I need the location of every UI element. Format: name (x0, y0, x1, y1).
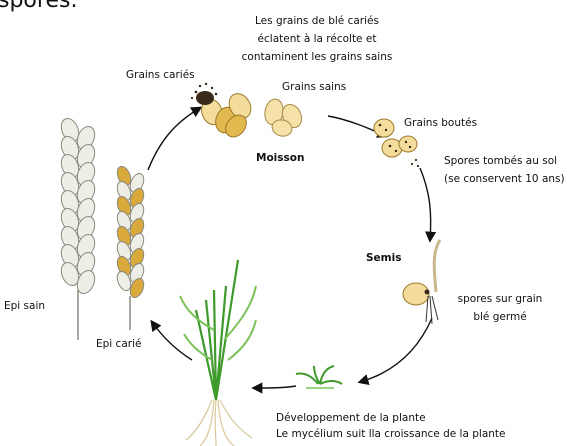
label-spores-sol-line-1: Spores tombés au sol (444, 154, 565, 168)
label-spores-sol: Spores tombés au sol (se conservent 10 a… (444, 154, 565, 186)
label-moisson: Moisson (256, 151, 304, 165)
label-contamination-line-1: Les grains de blé cariés (222, 14, 412, 28)
label-grains-boutes: Grains boutés (404, 116, 477, 130)
germinating-grain (403, 240, 440, 324)
infected-grains (191, 83, 255, 141)
mature-plant (180, 260, 256, 446)
infected-ear (115, 164, 147, 330)
label-spores-grain-line-2: blé germé (452, 310, 548, 324)
label-contamination-line-2: éclatent à la récolte et (222, 32, 412, 46)
label-developpement-line-2: Le mycélium suit lla croissance de la pl… (276, 427, 506, 441)
label-contamination-line-3: contaminent les grains sains (222, 50, 412, 64)
label-spores-grain: spores sur grain blé germé (452, 292, 548, 324)
label-developpement: Développement de la plante Le mycélium s… (276, 411, 506, 441)
arrow-germ-to-seedling (360, 318, 432, 382)
arrow-ear-to-caries (148, 108, 200, 170)
healthy-ear (58, 116, 98, 340)
label-spores-grain-line-1: spores sur grain (452, 292, 548, 306)
label-grains-sains: Grains sains (282, 80, 346, 94)
healthy-grains (263, 98, 305, 139)
seedling (296, 366, 342, 388)
label-grains-caries: Grains cariés (126, 68, 195, 82)
label-contamination: Les grains de blé cariés éclatent à la r… (222, 14, 412, 64)
label-epi-carie: Epi carié (96, 337, 141, 351)
label-epi-sain: Epi sain (4, 299, 45, 313)
arrow-plant-to-ear (152, 322, 192, 360)
arrow-soil-to-semis (420, 168, 431, 240)
label-developpement-line-1: Développement de la plante (276, 411, 506, 425)
label-spores-sol-line-2: (se conservent 10 ans) (444, 172, 565, 186)
arrow-seedling-to-plant (254, 386, 296, 388)
label-semis: Semis (366, 251, 401, 265)
